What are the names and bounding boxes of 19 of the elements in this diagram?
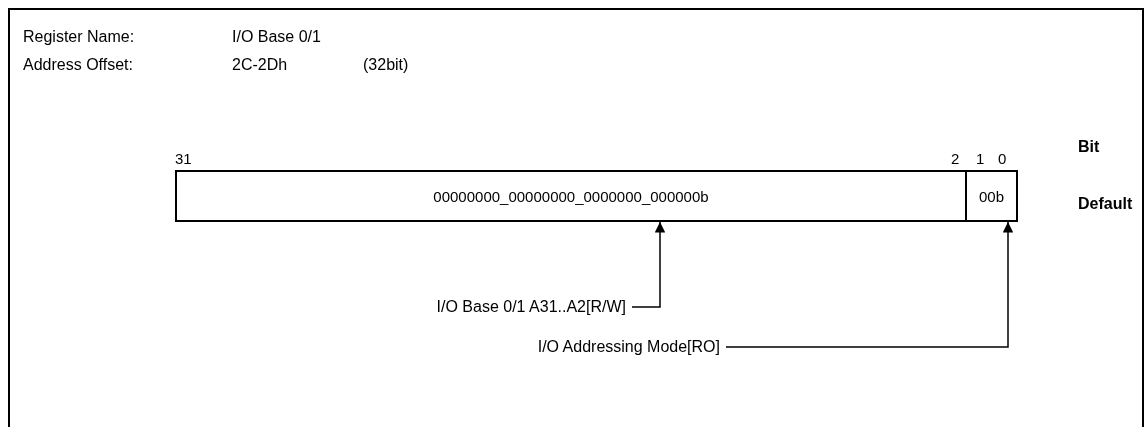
arrow: [631, 221, 666, 308]
field-label: Register Name:: [23, 28, 135, 46]
field-label: Address Offset:: [23, 56, 133, 74]
bit-number: 0: [998, 150, 1007, 168]
bit-number: 1: [976, 150, 985, 168]
bit-number: 2: [951, 150, 960, 168]
bit-field-box: [175, 170, 967, 222]
field-value: I/O Base 0/1: [232, 28, 321, 46]
default-value: 00b: [979, 187, 1004, 205]
field-name-text: I/O Addressing Mode[RO]: [440, 337, 720, 357]
row-label: Default: [1078, 195, 1133, 213]
row-label: Bit: [1078, 138, 1100, 156]
width-note: (32bit): [363, 56, 409, 74]
bit-number: 31: [175, 150, 192, 168]
bit-field-box: [965, 170, 1018, 222]
field-name-text: I/O Base 0/1 A31..A2[R/W]: [290, 297, 626, 317]
default-value: 00000000_00000000_0000000_000000b: [433, 187, 709, 205]
arrow: [725, 221, 1014, 348]
field-value: 2C-2Dh: [232, 56, 288, 74]
